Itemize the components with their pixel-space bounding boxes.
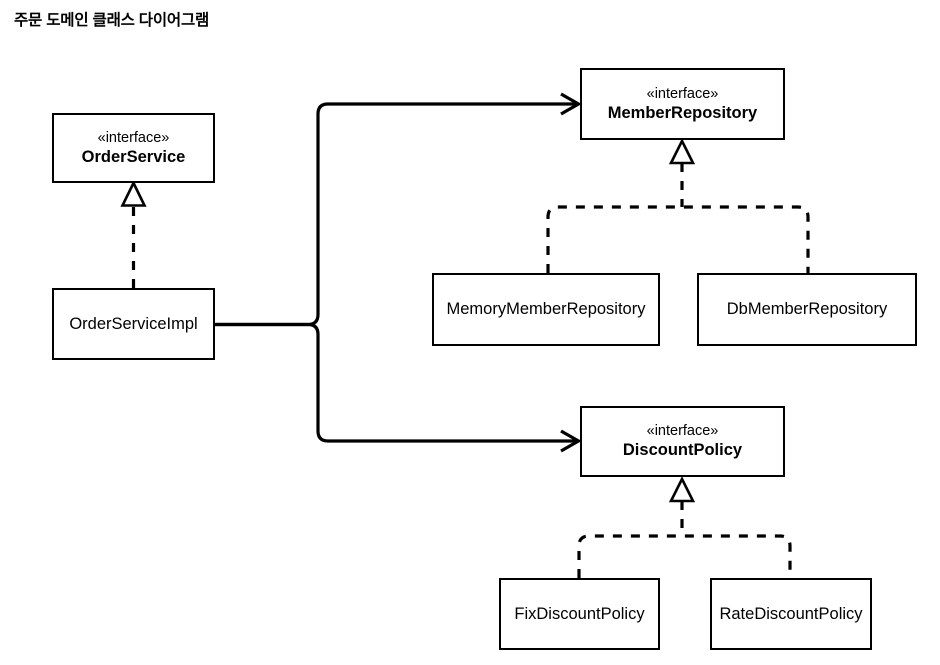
class-box-rate-discount-policy[interactable]: RateDiscountPolicy [710,578,872,650]
realization-bus-line [577,534,792,578]
class-box-member-repository[interactable]: «interface» MemberRepository [580,68,785,140]
edge-group-discount-policy-realizations [577,476,792,578]
realization-bus-line [546,205,810,273]
class-box-order-service[interactable]: «interface» OrderService [52,113,215,183]
class-name: MemoryMemberRepository [446,300,646,319]
page-title: 주문 도메인 클래스 다이어그램 [14,12,210,29]
stereotype-label: «interface» [646,85,719,102]
class-name: DbMemberRepository [726,300,888,319]
class-name: MemberRepository [607,103,758,122]
class-name: RateDiscountPolicy [719,604,863,623]
class-box-db-member-repository[interactable]: DbMemberRepository [697,273,917,346]
class-name: OrderServiceImpl [69,314,198,333]
hollow-triangle-arrowhead [668,476,696,503]
class-name: FixDiscountPolicy [514,604,645,623]
class-box-fix-discount-policy[interactable]: FixDiscountPolicy [499,578,660,650]
class-box-memory-member-repository[interactable]: MemoryMemberRepository [432,273,660,346]
stereotype-label: «interface» [97,129,170,146]
open-arrowhead [560,92,582,116]
class-box-discount-policy[interactable]: «interface» DiscountPolicy [580,406,785,477]
class-name: DiscountPolicy [622,441,743,460]
edge-orderserviceimpl-implements-orderservice [120,180,147,288]
open-arrowhead [560,429,582,453]
hollow-triangle-arrowhead [120,180,147,207]
edge-group-member-repository-realizations [546,138,810,273]
hollow-triangle-arrowhead [668,138,696,165]
association-line [215,322,577,443]
class-box-order-service-impl[interactable]: OrderServiceImpl [52,288,215,360]
edge-orderserviceimpl-uses-discountpolicy [215,322,582,453]
class-name: OrderService [81,147,186,166]
stereotype-label: «interface» [646,423,719,440]
